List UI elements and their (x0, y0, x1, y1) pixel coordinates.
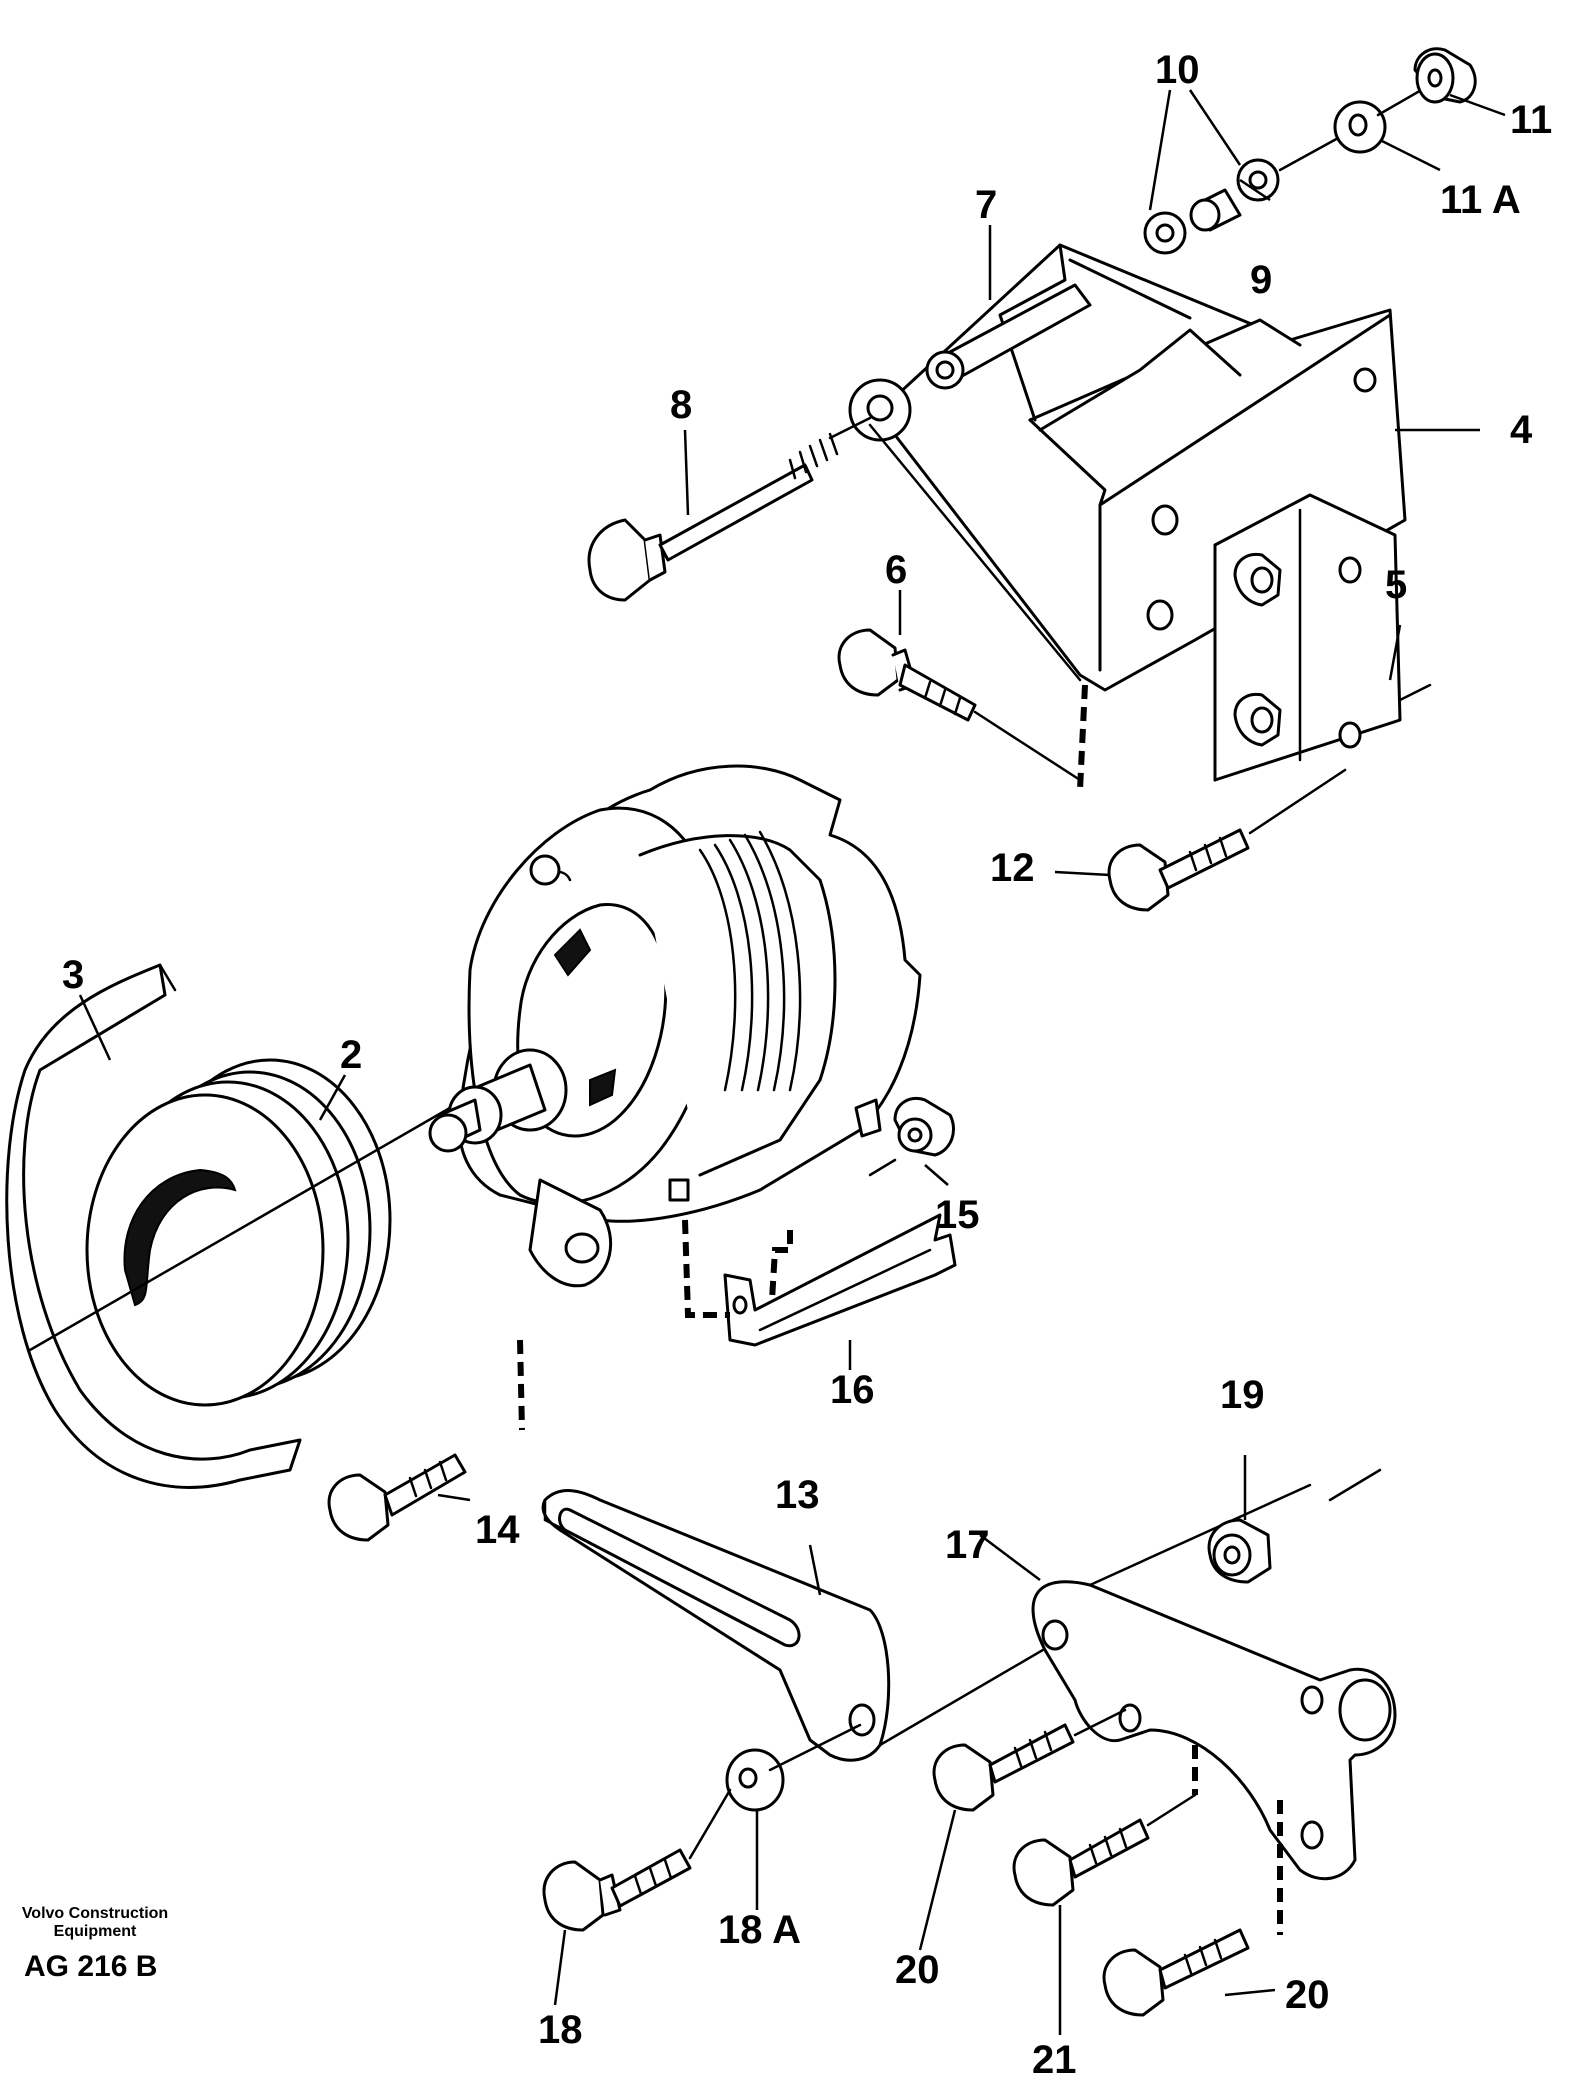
callout-21: 21 (1032, 2038, 1077, 2082)
washer-18a (725, 1723, 862, 1812)
callout-10: 10 (1155, 48, 1200, 92)
callout-20-lower: 20 (1285, 1973, 1330, 2017)
pulley (28, 1058, 457, 1407)
callout-leaders (78, 89, 1506, 2035)
callout-17: 17 (945, 1523, 990, 1567)
alternator (428, 764, 922, 1288)
brand-line-1: Volvo Construction (21, 1905, 169, 1922)
bolt-6 (837, 628, 1082, 782)
callout-12: 12 (990, 846, 1035, 890)
bolt-20-upper (932, 1708, 1127, 1812)
bolt-14 (327, 1453, 467, 1542)
callout-11a: 11 A (1440, 178, 1521, 222)
bolt-18 (542, 1788, 732, 1932)
belt (5, 963, 302, 1489)
callout-20-upper: 20 (895, 1948, 940, 1992)
bolt-12 (1107, 768, 1347, 912)
callout-3: 3 (62, 953, 85, 997)
adjusting-bracket (541, 1489, 1062, 1762)
callout-6: 6 (885, 548, 908, 592)
bolt-20-lower (1102, 1928, 1250, 2017)
callout-11: 11 (1510, 98, 1553, 142)
brand-label: Volvo Construction Equipment (20, 1905, 170, 1941)
alignment-lines (517, 684, 1283, 1935)
bolt-21 (1012, 1793, 1197, 1907)
nut-and-washer (1333, 47, 1477, 154)
callout-14: 14 (475, 1508, 520, 1552)
mounting-plate (1213, 493, 1432, 782)
callout-8: 8 (670, 383, 693, 427)
long-bolt (587, 416, 872, 602)
washers-and-bushing (1143, 135, 1342, 255)
drawing-reference: AG 216 B (24, 1950, 158, 1983)
callout-7: 7 (975, 183, 998, 227)
callout-4: 4 (1510, 408, 1533, 452)
strap-bracket (723, 1213, 957, 1347)
callout-15: 15 (935, 1193, 980, 1237)
callout-19: 19 (1220, 1373, 1265, 1417)
callout-16: 16 (830, 1368, 875, 1412)
callout-2: 2 (340, 1033, 363, 1077)
callout-18a: 18 A (718, 1908, 802, 1952)
brand-line-2: Equipment (53, 1923, 137, 1940)
spacer-tube (925, 283, 1092, 390)
callout-9: 9 (1250, 258, 1273, 302)
callout-13: 13 (775, 1473, 820, 1517)
nut-19 (1207, 1518, 1272, 1584)
callout-18: 18 (538, 2008, 583, 2052)
nut-15 (868, 1097, 955, 1177)
callout-5: 5 (1385, 563, 1408, 607)
lower-bracket (1031, 1468, 1397, 1881)
